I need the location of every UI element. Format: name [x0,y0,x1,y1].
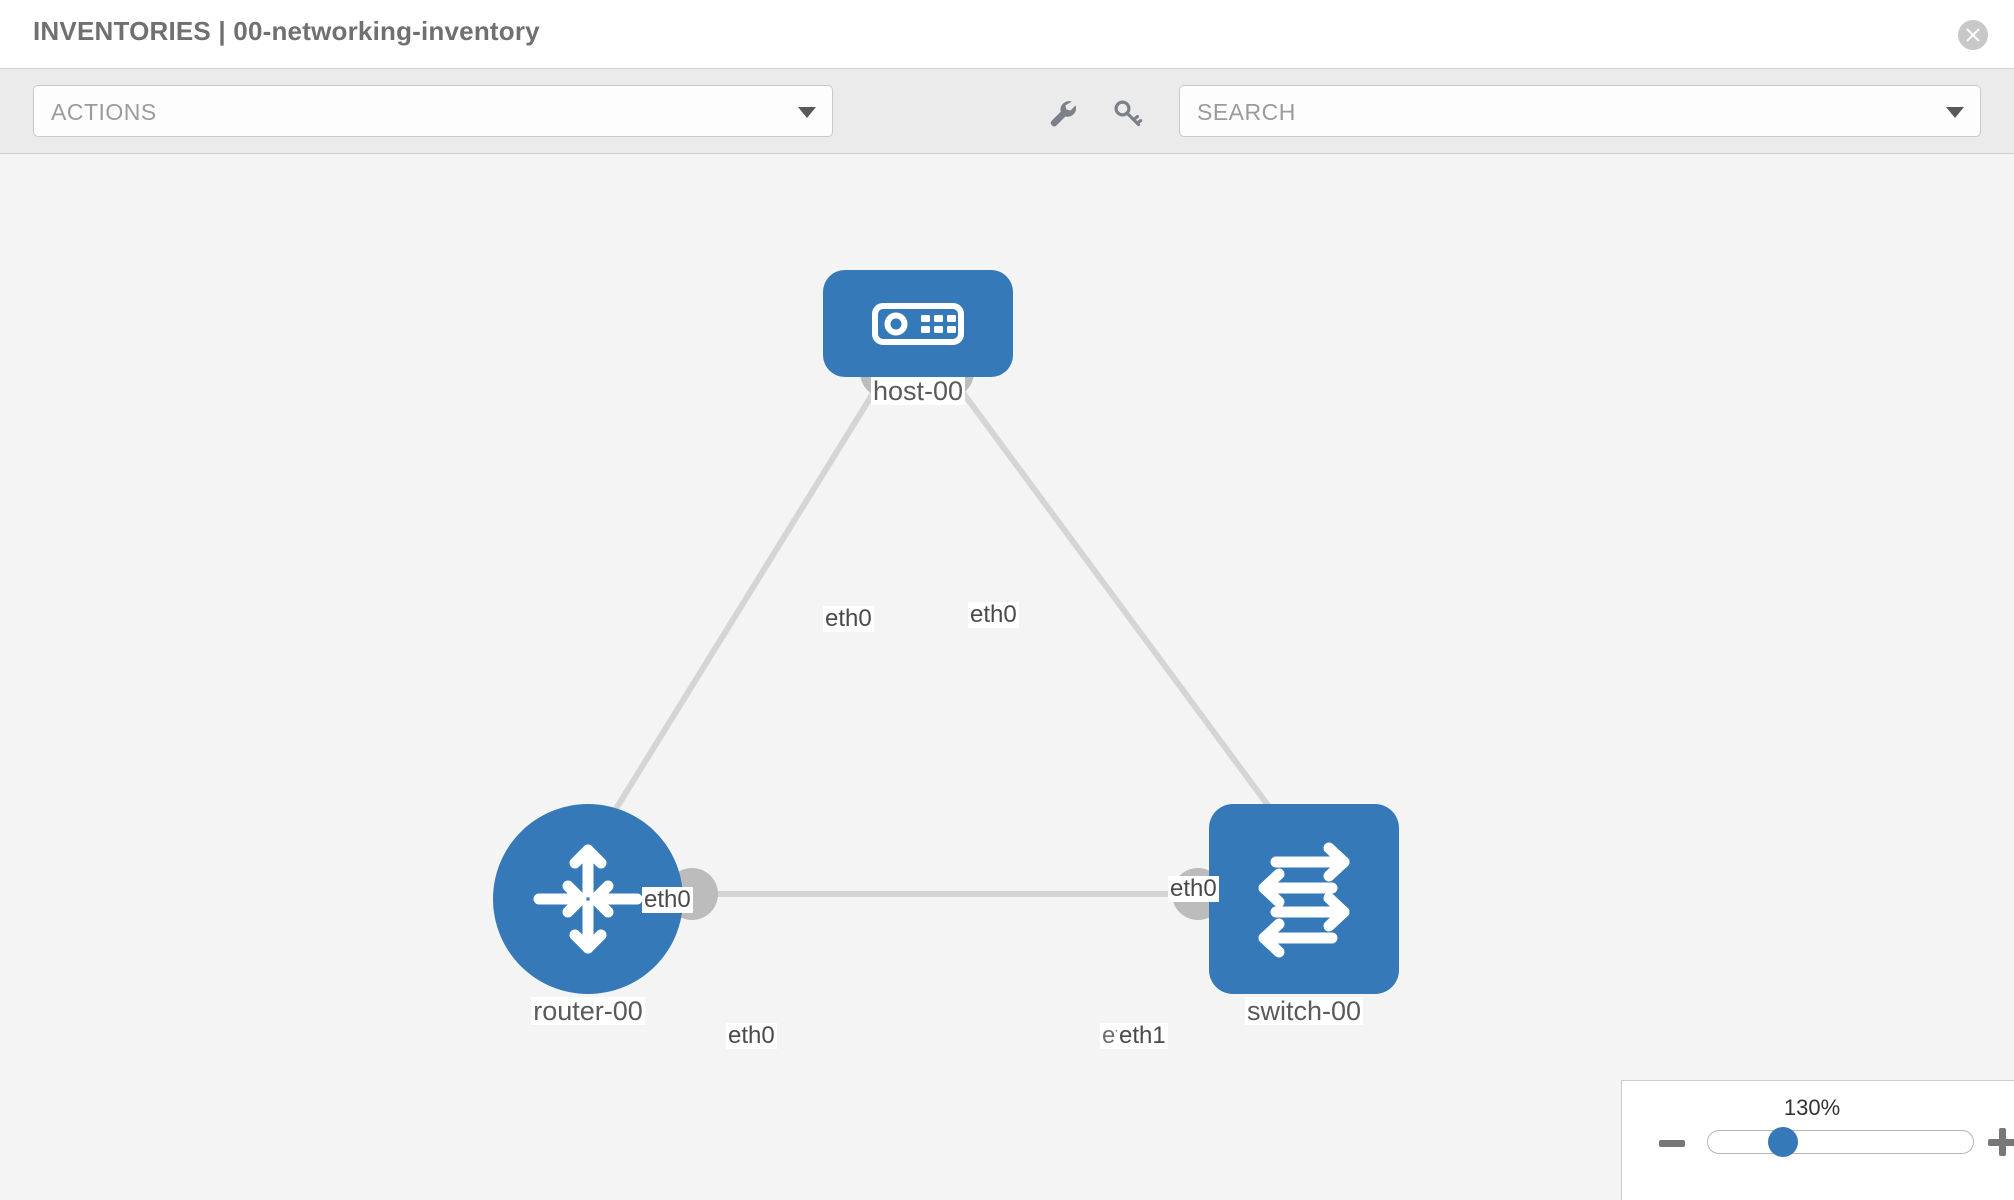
zoom-control-panel: 130% [1621,1080,2014,1200]
edge-label-switch-up: eth0 [1168,875,1219,903]
edge-label-switch-left: eth1 [1117,1022,1168,1050]
router-node-label: router-00 [531,996,645,1026]
router-node-shape [493,804,683,994]
chevron-down-icon [798,107,816,118]
topology-node-host-00[interactable]: host-00 [823,270,1013,405]
router-arrows-icon [533,844,643,954]
page-title: INVENTORIES | 00-networking-inventory [33,16,540,46]
switch-node-shape [1209,804,1399,994]
actions-dropdown[interactable]: ACTIONS [33,85,833,137]
host-node-label: host-00 [870,376,966,406]
zoom-level-value: 130% [1783,1095,1841,1120]
search-input[interactable]: SEARCH [1179,85,1981,137]
page-header: INVENTORIES | 00-networking-inventory [0,0,2014,68]
zoom-slider-thumb[interactable] [1768,1127,1798,1157]
toolbar: ACTIONS SEARCH [0,68,2014,154]
topology-node-router-00[interactable]: router-00 [493,804,683,1025]
search-placeholder: SEARCH [1197,99,1296,125]
edge-label-router-right: eth0 [726,1022,777,1050]
actions-dropdown-label: ACTIONS [51,99,157,125]
switch-node-label: switch-00 [1244,996,1364,1026]
zoom-in-button[interactable] [1988,1128,2014,1156]
close-icon[interactable] [1958,20,1988,50]
host-node-shape [823,270,1013,377]
zoom-out-button[interactable] [1659,1140,1685,1147]
topology-canvas[interactable]: host-00 [0,154,2014,1200]
edge-label-host-right: eth0 [968,601,1019,629]
edge-host-router [585,380,883,856]
edge-host-switch [952,380,1307,856]
edge-label-router-up: eth0 [642,886,693,914]
switch-arrows-icon [1258,842,1350,958]
chevron-down-icon[interactable] [1946,107,1964,118]
topology-node-switch-00[interactable]: switch-00 [1209,804,1399,1025]
server-icon [872,302,964,345]
wrench-icon[interactable] [1046,97,1080,131]
key-icon[interactable] [1110,97,1144,131]
edge-label-host-left: eth0 [823,605,874,633]
zoom-slider-track[interactable] [1707,1130,1974,1154]
edge-lines [585,380,1307,897]
